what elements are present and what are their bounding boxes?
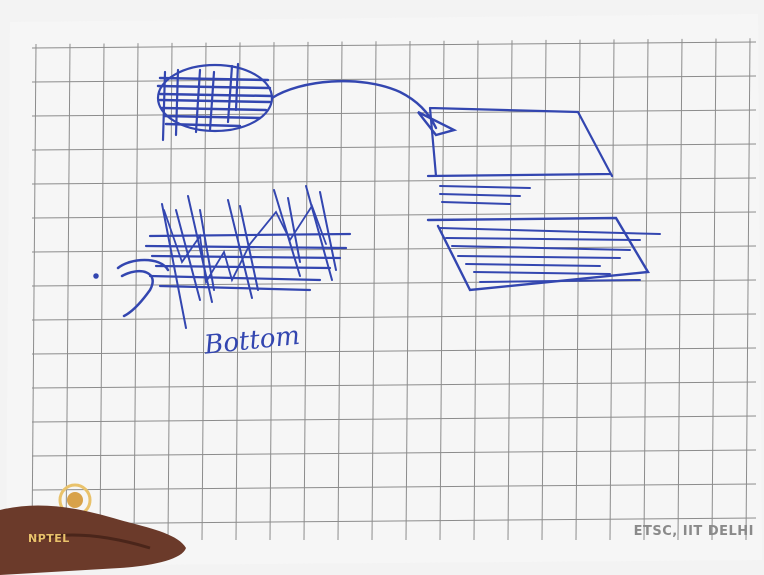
etsc-watermark: ETSC, IIT DELHI bbox=[634, 524, 754, 539]
nptel-logo-text: NPTEL bbox=[28, 532, 70, 545]
graph-paper-sheet bbox=[6, 14, 762, 566]
